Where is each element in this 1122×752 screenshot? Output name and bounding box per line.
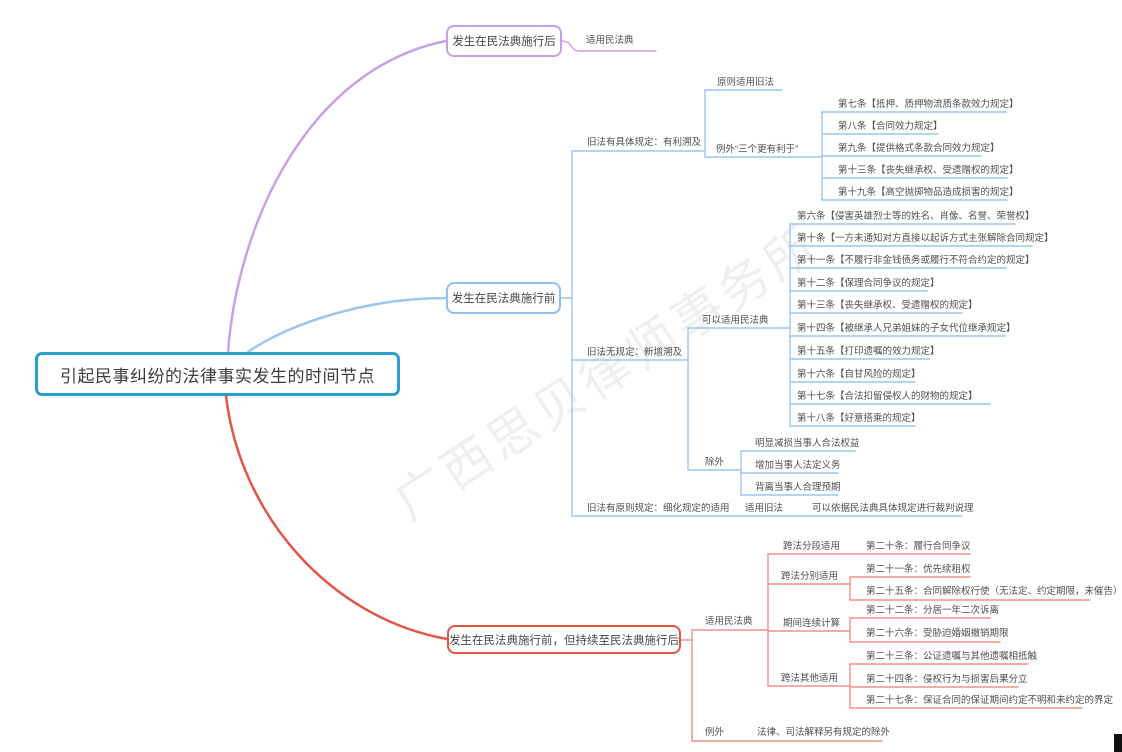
node-article-24[interactable]: 第二十四条：侵权行为与损害后果分立 [866, 674, 1028, 685]
node-article-17[interactable]: 第十七条【合法扣留侵权人的财物的规定】 [797, 391, 978, 402]
node-exception-note[interactable]: 法律、司法解释另有规定的除外 [757, 727, 891, 738]
node-article-16[interactable]: 第十六条【自甘风险的规定】 [797, 369, 921, 380]
node-article-8[interactable]: 第八条【合同效力规定】 [838, 121, 943, 132]
node-cross-law-separate[interactable]: 跨法分别适用 [781, 571, 839, 582]
screen-artifact-mark [1114, 734, 1122, 752]
node-exception-three-favorable[interactable]: 例外“三个更有利于” [716, 144, 799, 155]
node-article-15[interactable]: 第十五条【打印遗嘱的效力规定】 [797, 346, 940, 357]
node-except-reduce-rights[interactable]: 明显减损当事人合法权益 [755, 438, 860, 449]
node-old-law-general[interactable]: 旧法有原则规定：细化规定的适用 [587, 503, 730, 514]
node-except-deviate-expectation[interactable]: 背离当事人合理预期 [755, 482, 841, 493]
node-reasoning-note[interactable]: 可以依据民法典具体规定进行裁判说理 [812, 503, 974, 514]
node-article-23[interactable]: 第二十三条：公证遗嘱与其他遗嘱相抵触 [866, 651, 1038, 662]
node-cross-law-other[interactable]: 跨法其他适用 [781, 673, 839, 684]
node-apply-civil-code-after[interactable]: 适用民法典 [586, 35, 634, 46]
node-article-9[interactable]: 第九条【提供格式条款合同效力规定】 [838, 143, 1000, 154]
node-article-12[interactable]: 第十二条【保理合同争议的规定】 [797, 278, 940, 289]
node-article-6[interactable]: 第六条【侵害英雄烈士等的姓名、肖像、名誉、荣誉权】 [797, 211, 1035, 222]
node-article-19[interactable]: 第十九条【高空抛掷物品造成损害的规定】 [838, 187, 1019, 198]
node-may-apply-civil-code[interactable]: 可以适用民法典 [702, 315, 769, 326]
root-topic[interactable]: 引起民事纠纷的法律事实发生的时间节点 [35, 352, 400, 396]
node-article-27[interactable]: 第二十七条：保证合同的保证期间约定不明和未约定的界定 [866, 695, 1114, 706]
node-article-14[interactable]: 第十四条【被继承人兄弟姐妹的子女代位继承规定】 [797, 323, 1016, 334]
node-article-10[interactable]: 第十条【一方未通知对方直接以起诉方式主张解除合同规定】 [797, 233, 1054, 244]
node-except[interactable]: 除外 [705, 457, 725, 468]
node-article-22[interactable]: 第二十二条：分居一年二次诉离 [866, 605, 1000, 616]
node-article-20[interactable]: 第二十条：履行合同争议 [866, 541, 971, 552]
node-article-11[interactable]: 第十一条【不履行非金钱债务或履行不符合约定的规定】 [797, 255, 1035, 266]
topic-after-enactment[interactable]: 发生在民法典施行后 [446, 25, 562, 57]
node-old-law-none[interactable]: 旧法无规定：新增溯及 [587, 347, 683, 358]
node-exception-continuing[interactable]: 例外 [705, 727, 725, 738]
node-article-18[interactable]: 第十八条【好意搭乘的规定】 [797, 413, 921, 424]
node-except-add-duties[interactable]: 增加当事人法定义务 [755, 460, 841, 471]
node-article-7[interactable]: 第七条【抵押、质押物流质条款效力规定】 [838, 99, 1019, 110]
node-article-26[interactable]: 第二十六条：受胁迫婚姻撤销期限 [866, 628, 1009, 639]
node-cross-law-segment[interactable]: 跨法分段适用 [783, 541, 841, 552]
node-article-13a[interactable]: 第十三条【丧失继承权、受遗赠权的规定】 [838, 165, 1019, 176]
node-article-13b[interactable]: 第十三条【丧失继承权、受遗赠权的规定】 [797, 300, 978, 311]
topic-before-enactment[interactable]: 发生在民法典施行前 [446, 282, 561, 314]
node-article-25[interactable]: 第二十五条：合同解除权行使（无法定、约定期限，未催告） [866, 586, 1122, 597]
node-apply-civil-code-continuing[interactable]: 适用民法典 [705, 616, 753, 627]
node-apply-old-law[interactable]: 适用旧法 [745, 503, 784, 514]
node-principle-old-law[interactable]: 原则适用旧法 [717, 77, 775, 88]
node-article-21[interactable]: 第二十一条：优先续租权 [866, 564, 971, 575]
node-period-continuous[interactable]: 期间连续计算 [783, 618, 841, 629]
node-old-law-specific[interactable]: 旧法有具体规定：有利溯及 [587, 137, 702, 148]
topic-continuing[interactable]: 发生在民法典施行前，但持续至民法典施行后 [447, 625, 681, 654]
